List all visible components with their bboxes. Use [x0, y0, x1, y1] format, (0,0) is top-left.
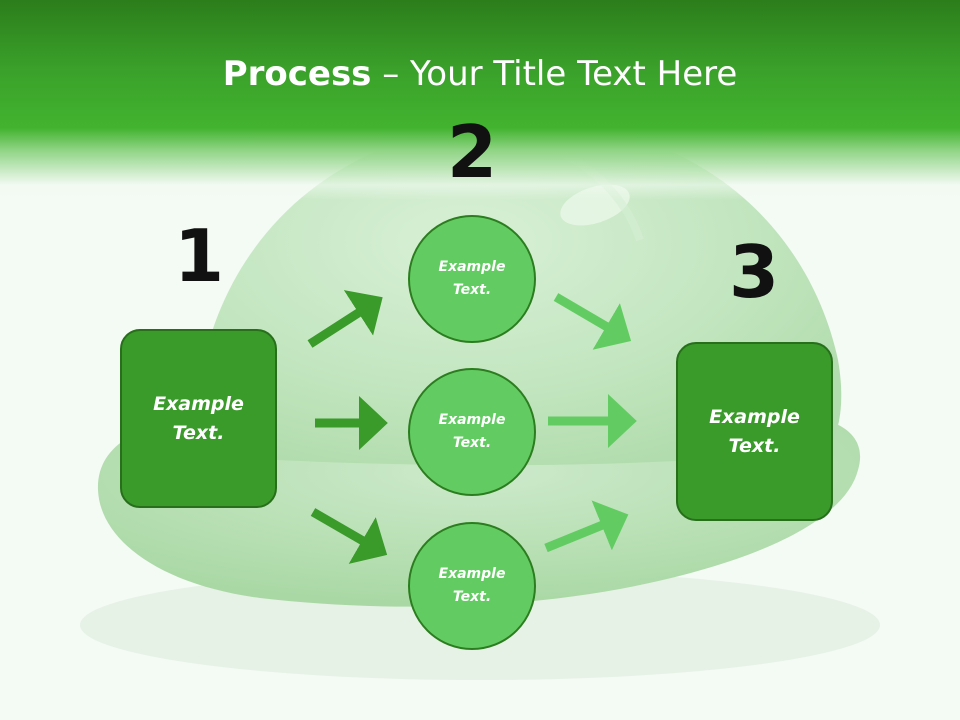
slide-title: Process – Your Title Text Here — [0, 52, 960, 96]
step-2-circle-bottom: Example Text. — [408, 522, 536, 650]
step-number-3: 3 — [728, 230, 780, 314]
step-number-2: 2 — [446, 110, 498, 194]
step-1-box-text: Example Text. — [153, 392, 244, 444]
title-rest: – Your Title Text Here — [371, 54, 738, 94]
step-1-box: Example Text. — [120, 329, 277, 508]
arrow-to-bottom-circle — [310, 508, 388, 564]
arrow-from-bottom-circle — [544, 500, 629, 553]
step-2-circle-middle-text: Example Text. — [438, 412, 506, 451]
arrow-from-top-circle — [553, 293, 632, 350]
step-2-circle-top: Example Text. — [408, 215, 536, 343]
step-3-box-text: Example Text. — [709, 405, 800, 457]
arrow-to-top-circle — [307, 290, 383, 348]
step-2-circle-top-text: Example Text. — [438, 259, 506, 298]
step-number-1: 1 — [173, 214, 225, 298]
step-2-circle-middle: Example Text. — [408, 368, 536, 496]
header-band — [0, 0, 960, 200]
step-3-box: Example Text. — [676, 342, 833, 521]
step-2-circle-bottom-text: Example Text. — [438, 566, 506, 605]
title-bold: Process — [222, 54, 372, 94]
